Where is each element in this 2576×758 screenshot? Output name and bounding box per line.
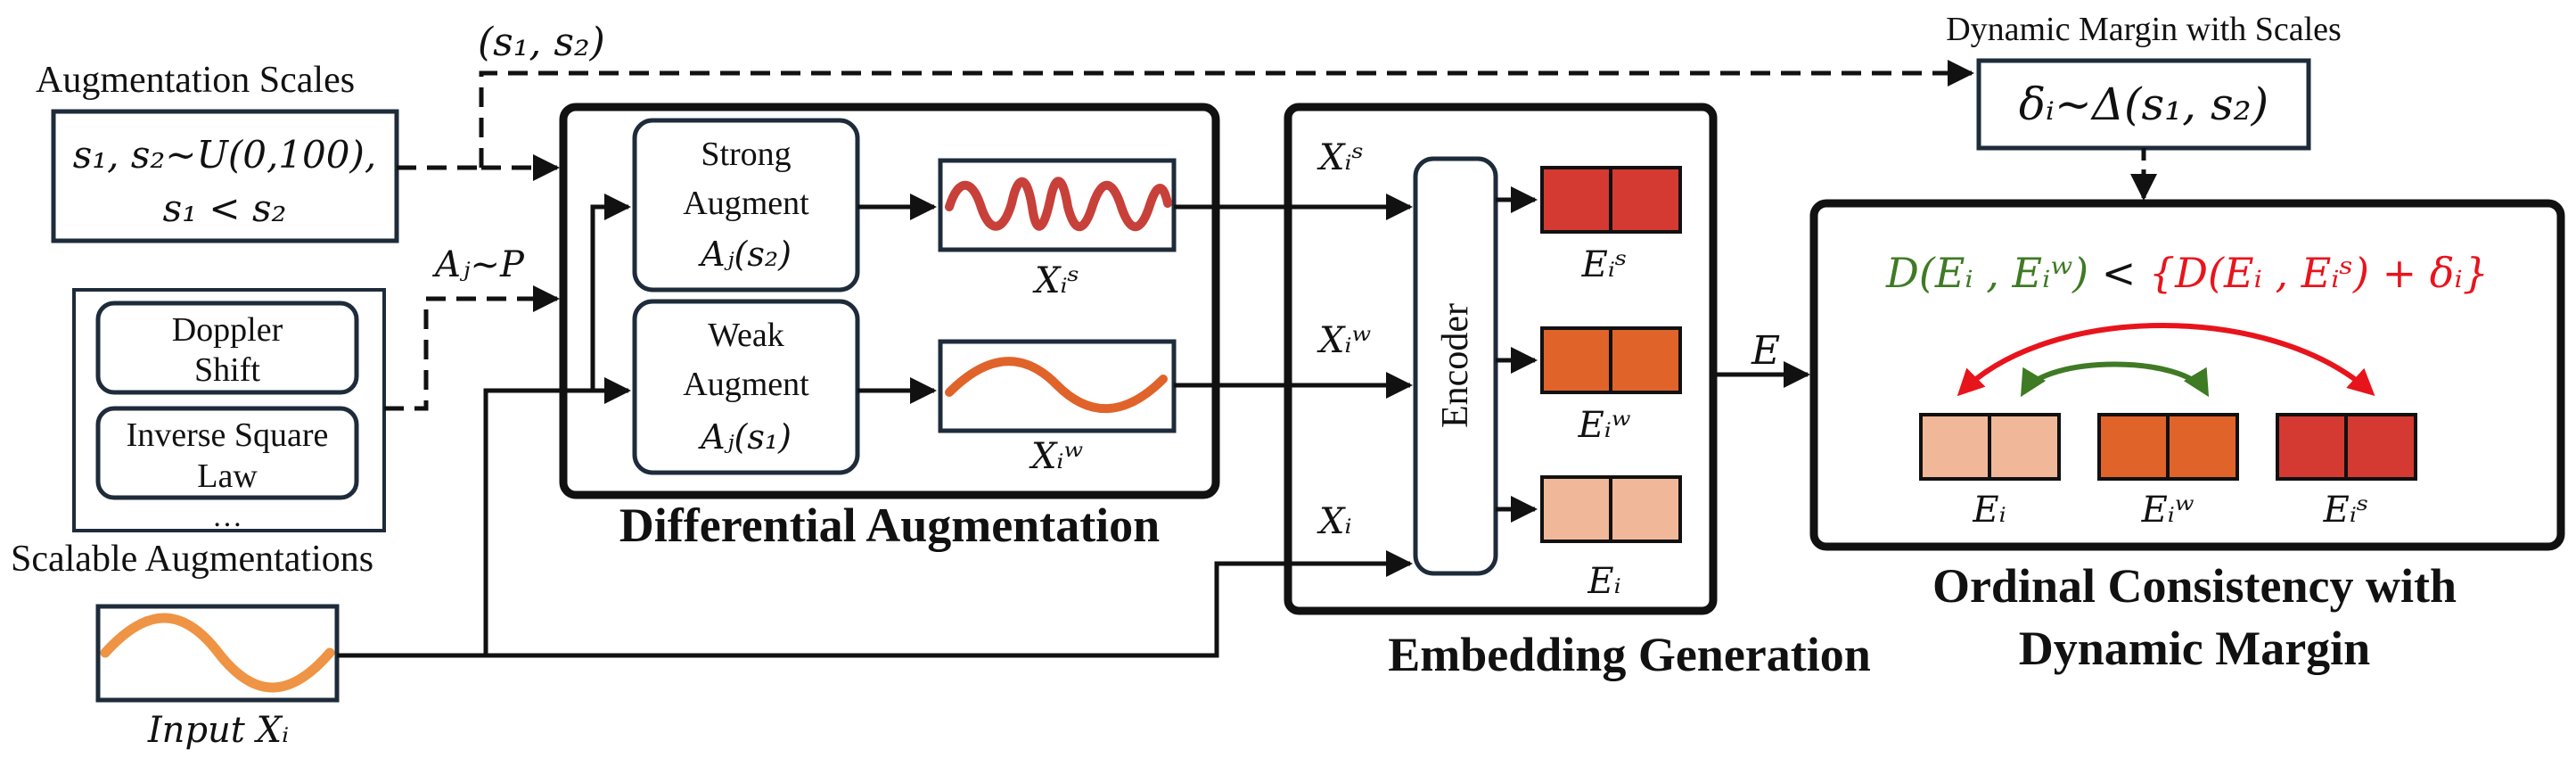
strong-augment-line1: Strong: [701, 136, 791, 173]
dynamic-margin-title: Dynamic Margin with Scales: [1946, 11, 2342, 48]
ordinal-weak-label: Eᵢʷ: [2141, 490, 2195, 531]
inverse-square-box: [95, 406, 359, 500]
strong-augment-line2: Augment: [683, 185, 809, 222]
scalable-augmentations-group: Doppler Shift Inverse Square Law … Scala…: [11, 244, 525, 580]
strong-embedding: [1540, 166, 1682, 234]
scale-order-text: s₁ < s₂: [163, 186, 287, 230]
augmentation-scales-box: [51, 109, 399, 243]
augmentations-to-differential-arrow: [384, 285, 560, 411]
input-to-encoder-arrow: [486, 550, 1413, 658]
scalable-augmentations-title: Scalable Augmentations: [11, 539, 373, 580]
weak-augment-line1: Weak: [708, 317, 784, 354]
raw-to-strong-arrow: [1957, 323, 2375, 397]
doppler-line2: Shift: [194, 351, 260, 389]
raw-embedding: [1540, 475, 1682, 543]
augmentation-scales-title: Augmentation Scales: [36, 60, 355, 101]
ordinal-consistency-title-line1: Ordinal Consistency with: [1932, 559, 2457, 613]
connectors: [337, 60, 2157, 658]
inequality-operator: <: [2088, 249, 2149, 297]
raw-embedding-label: Eᵢ: [1587, 561, 1620, 602]
encoder-input-weak: Xᵢʷ: [1317, 320, 1372, 361]
embeddings-output-label: E: [1751, 328, 1780, 374]
weak-output-label: Xᵢʷ: [1029, 436, 1084, 477]
weak-augment-line3: Aⱼ(s₁): [698, 417, 792, 457]
input-waveform: [100, 613, 335, 693]
embedding-generation-frame: [1284, 103, 1718, 615]
ordinal-raw-label: Eᵢ: [1972, 490, 2006, 531]
input-to-differential-line: [337, 388, 593, 658]
differential-augmentation-title: Differential Augmentation: [619, 498, 1160, 552]
augmentation-sample-label: Aⱼ~P: [431, 244, 525, 285]
strong-output-label: Xᵢˢ: [1032, 260, 1079, 301]
strong-embedding-label: Eᵢˢ: [1581, 244, 1628, 285]
weak-augment-line2: Augment: [683, 366, 809, 403]
input-label: Input Xᵢ: [147, 710, 289, 751]
embedding-generation-title: Embedding Generation: [1388, 628, 1871, 681]
doppler-line1: Doppler: [172, 311, 283, 349]
dynamic-margin-box: [1976, 58, 2311, 151]
differential-augmentation-frame: [559, 103, 1220, 499]
more-augmentations-ellipsis: …: [212, 500, 242, 533]
ordinal-strong-embedding: [2276, 413, 2417, 481]
inequality-left: D(Eᵢ , Eᵢʷ): [1885, 249, 2088, 297]
differential-augmentation-group: Strong Augment Aⱼ(s₂) Weak Augment Aⱼ(s₁…: [559, 103, 1220, 552]
raw-to-weak-arrow: [2020, 361, 2210, 398]
strong-signal-box: [938, 158, 1177, 252]
ordinal-consistency-title-line2: Dynamic Margin: [2019, 622, 2370, 675]
ordinal-weak-embedding: [2097, 413, 2239, 481]
augmentation-scales-group: Augmentation Scales s₁, s₂~U(0,100), s₁ …: [36, 20, 605, 243]
ordinal-inequality: D(Eᵢ , Eᵢʷ) < {D(Eᵢ , Eᵢˢ) + δᵢ}: [1885, 249, 2489, 297]
scales-to-margin-arrow: [479, 60, 1974, 168]
inverse-square-line2: Law: [197, 457, 258, 495]
ordinal-consistency-frame: [1809, 199, 2565, 551]
encoder-input-raw: Xᵢ: [1317, 501, 1352, 542]
embedding-generation-group: Encoder Xᵢˢ Xᵢʷ Xᵢ Eᵢˢ Eᵢʷ Eᵢ E Embeddin…: [1284, 103, 1871, 681]
dynamic-margin-formula: δᵢ~Δ(s₁, s₂): [2019, 78, 2268, 130]
encoder-input-strong: Xᵢˢ: [1317, 137, 1364, 178]
encoder-label: Encoder: [1435, 303, 1476, 428]
weak-waveform: [945, 357, 1168, 414]
to-strong-augment-arrow: [590, 194, 631, 391]
doppler-shift-box: [95, 301, 359, 395]
ordinal-strong-label: Eᵢˢ: [2323, 490, 2369, 531]
weak-augment-box: [632, 299, 860, 475]
strong-waveform: [945, 177, 1172, 232]
inverse-square-line1: Inverse Square: [127, 416, 329, 454]
encoder-box: [1413, 156, 1498, 576]
ordinal-raw-embedding: [1919, 413, 2061, 481]
ordinal-consistency-group: D(Eᵢ , Eᵢʷ) < {D(Eᵢ , Eᵢˢ) + δᵢ} Eᵢ Eᵢʷ …: [1809, 199, 2565, 675]
scale-pair-label: (s₁, s₂): [478, 20, 605, 65]
dynamic-margin-group: Dynamic Margin with Scales δᵢ~Δ(s₁, s₂): [1946, 11, 2342, 151]
weak-embedding-label: Eᵢʷ: [1578, 405, 1631, 446]
input-group: Input Xᵢ: [95, 604, 340, 751]
scale-distribution-text: s₁, s₂~U(0,100),: [73, 133, 376, 177]
inequality-right: {D(Eᵢ , Eᵢˢ) + δᵢ}: [2149, 249, 2489, 297]
strong-augment-line3: Aⱼ(s₂): [698, 235, 792, 274]
weak-embedding: [1540, 326, 1682, 394]
